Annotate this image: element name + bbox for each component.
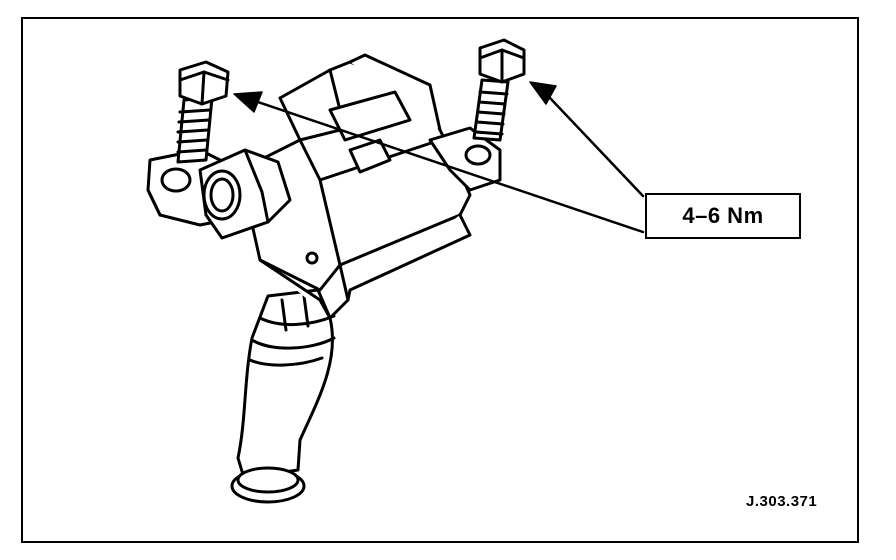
diagram-frame — [21, 17, 859, 543]
mounting-bolt-left — [176, 60, 230, 164]
mounting-bolt-right — [472, 38, 526, 142]
coil-boot — [230, 288, 336, 504]
arrowhead-right-icon — [529, 81, 557, 105]
ignition-coil — [146, 53, 502, 320]
figure-reference: J.303.371 — [746, 493, 818, 510]
torque-spec-label: 4–6 Nm — [645, 193, 801, 239]
leader-arrows — [233, 81, 645, 234]
electrical-connector — [198, 148, 292, 240]
arrowhead-left-icon — [233, 91, 263, 113]
